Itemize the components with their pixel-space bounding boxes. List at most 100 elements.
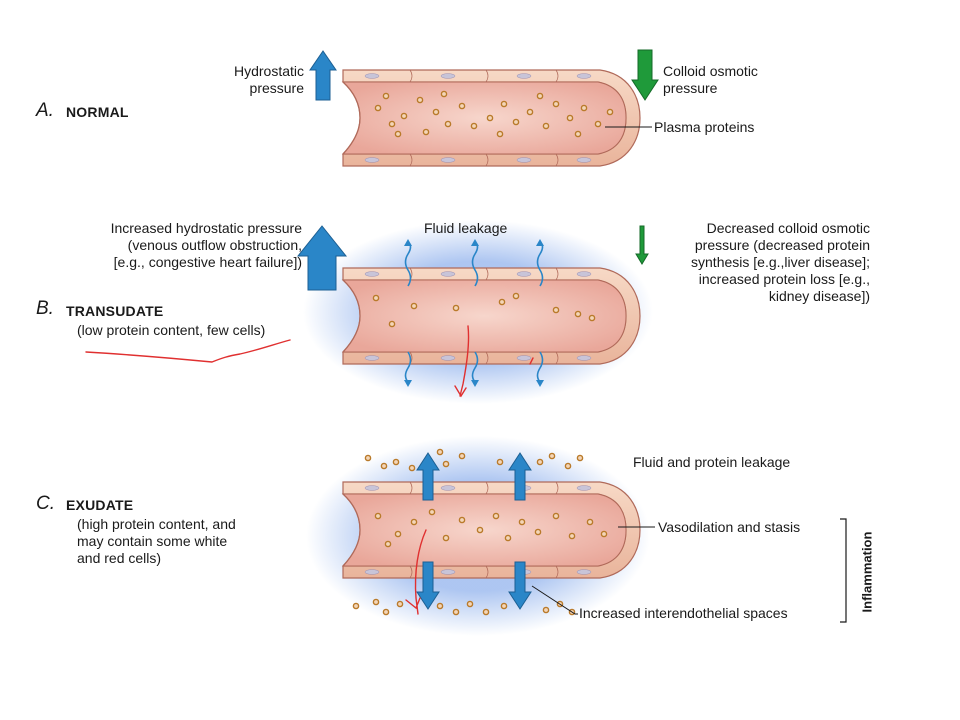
protein-dot (606, 108, 614, 116)
protein-dot (512, 292, 520, 300)
protein-dot (428, 508, 436, 516)
protein-dot (394, 530, 402, 538)
protein-dot (498, 298, 506, 306)
down-arrow-icon (631, 49, 659, 101)
protein-dot (442, 460, 450, 468)
protein-dot (552, 100, 560, 108)
protein-dot (374, 104, 382, 112)
endothelial-nucleus (576, 569, 592, 575)
protein-dot (392, 458, 400, 466)
protein-dot (388, 320, 396, 328)
section-title-a: NORMAL (66, 104, 129, 120)
up-arrow-icon (296, 225, 348, 291)
section-letter-c: C. (36, 493, 55, 514)
protein-dot (600, 530, 608, 538)
wavy-arrow-head (471, 239, 479, 246)
wavy-arrow-up (404, 241, 412, 287)
protein-dot (482, 608, 490, 616)
section-title-b: TRANSUDATE (66, 303, 164, 319)
leader-interendothelial (531, 585, 578, 615)
protein-dot (500, 100, 508, 108)
increased-hydrostatic-label: Increased hydrostatic pressure (venous o… (110, 220, 302, 270)
decreased-colloid-label: Decreased colloid osmotic pressure (decr… (691, 220, 870, 304)
cell-junction (409, 481, 413, 495)
protein-dot (574, 130, 582, 138)
protein-dot (380, 462, 388, 470)
protein-dot (534, 528, 542, 536)
cell-junction (555, 267, 559, 281)
protein-dot (518, 518, 526, 526)
cell-junction (485, 565, 489, 579)
cell-junction (485, 153, 489, 167)
protein-dot (512, 118, 520, 126)
fluid-leakage-label: Fluid leakage (424, 220, 508, 236)
protein-dot (384, 540, 392, 548)
cell-junction (555, 481, 559, 495)
protein-dot (568, 532, 576, 540)
protein-dot (586, 518, 594, 526)
protein-dot (444, 120, 452, 128)
section-title-c: EXUDATE (66, 497, 134, 513)
protein-dot (408, 464, 416, 472)
endothelial-nucleus (440, 569, 456, 575)
extravascular-proteins (352, 448, 584, 616)
protein-dot (432, 108, 440, 116)
protein-dot (542, 606, 550, 614)
endothelial-nucleus (440, 271, 456, 277)
endothelial-nucleus (576, 157, 592, 163)
protein-dot (388, 120, 396, 128)
protein-dot (458, 452, 466, 460)
wavy-arrow-icon (404, 239, 544, 387)
wavy-arrow-up (536, 241, 544, 287)
protein-dot (486, 114, 494, 122)
endothelial-nucleus (576, 485, 592, 491)
endothelial-nucleus (440, 73, 456, 79)
cell-junction (409, 69, 413, 83)
protein-dot (382, 608, 390, 616)
vessel-lumen (341, 279, 627, 353)
protein-dot (576, 454, 584, 462)
vessel-cut-edge (342, 279, 361, 353)
section-subtitle-c: (high protein content, and may contain s… (77, 516, 236, 566)
protein-dot (394, 130, 402, 138)
down-arrow-icon (416, 561, 532, 610)
protein-dot (564, 462, 572, 470)
endothelial-nucleus (576, 73, 592, 79)
protein-dot (470, 122, 478, 130)
vasodilation-label: Vasodilation and stasis (658, 519, 801, 535)
section-subtitle-b: (low protein content, few cells) (77, 322, 266, 338)
endothelial-nucleus (364, 73, 380, 79)
protein-dot (410, 518, 418, 526)
protein-dot (466, 600, 474, 608)
protein-dot (372, 598, 380, 606)
wavy-arrow-down (471, 351, 479, 383)
endothelial-nucleus (516, 271, 532, 277)
endothelial-nucleus (516, 355, 532, 361)
cell-junction (555, 153, 559, 167)
section-letter-b: B. (36, 298, 54, 319)
protein-dot (382, 92, 390, 100)
endothelial-nucleus (440, 485, 456, 491)
cell-junction (555, 351, 559, 365)
protein-dot (436, 602, 444, 610)
protein-dot (552, 512, 560, 520)
inflammation-bracket (840, 518, 847, 623)
wavy-arrow-head (536, 380, 544, 387)
vessel-normal (341, 69, 641, 167)
down-arrow-icon (635, 225, 649, 265)
vessel-cut-edge (342, 81, 361, 155)
wavy-arrow-head (536, 239, 544, 246)
protein-dot (594, 120, 602, 128)
protein-dot (492, 512, 500, 520)
wavy-arrow-head (404, 239, 412, 246)
protein-dot (416, 96, 424, 104)
protein-dot (476, 526, 484, 534)
endothelial-nucleus (516, 157, 532, 163)
protein-dot (504, 534, 512, 542)
protein-dot (552, 306, 560, 314)
wavy-arrow-head (471, 380, 479, 387)
protein-dot (536, 458, 544, 466)
